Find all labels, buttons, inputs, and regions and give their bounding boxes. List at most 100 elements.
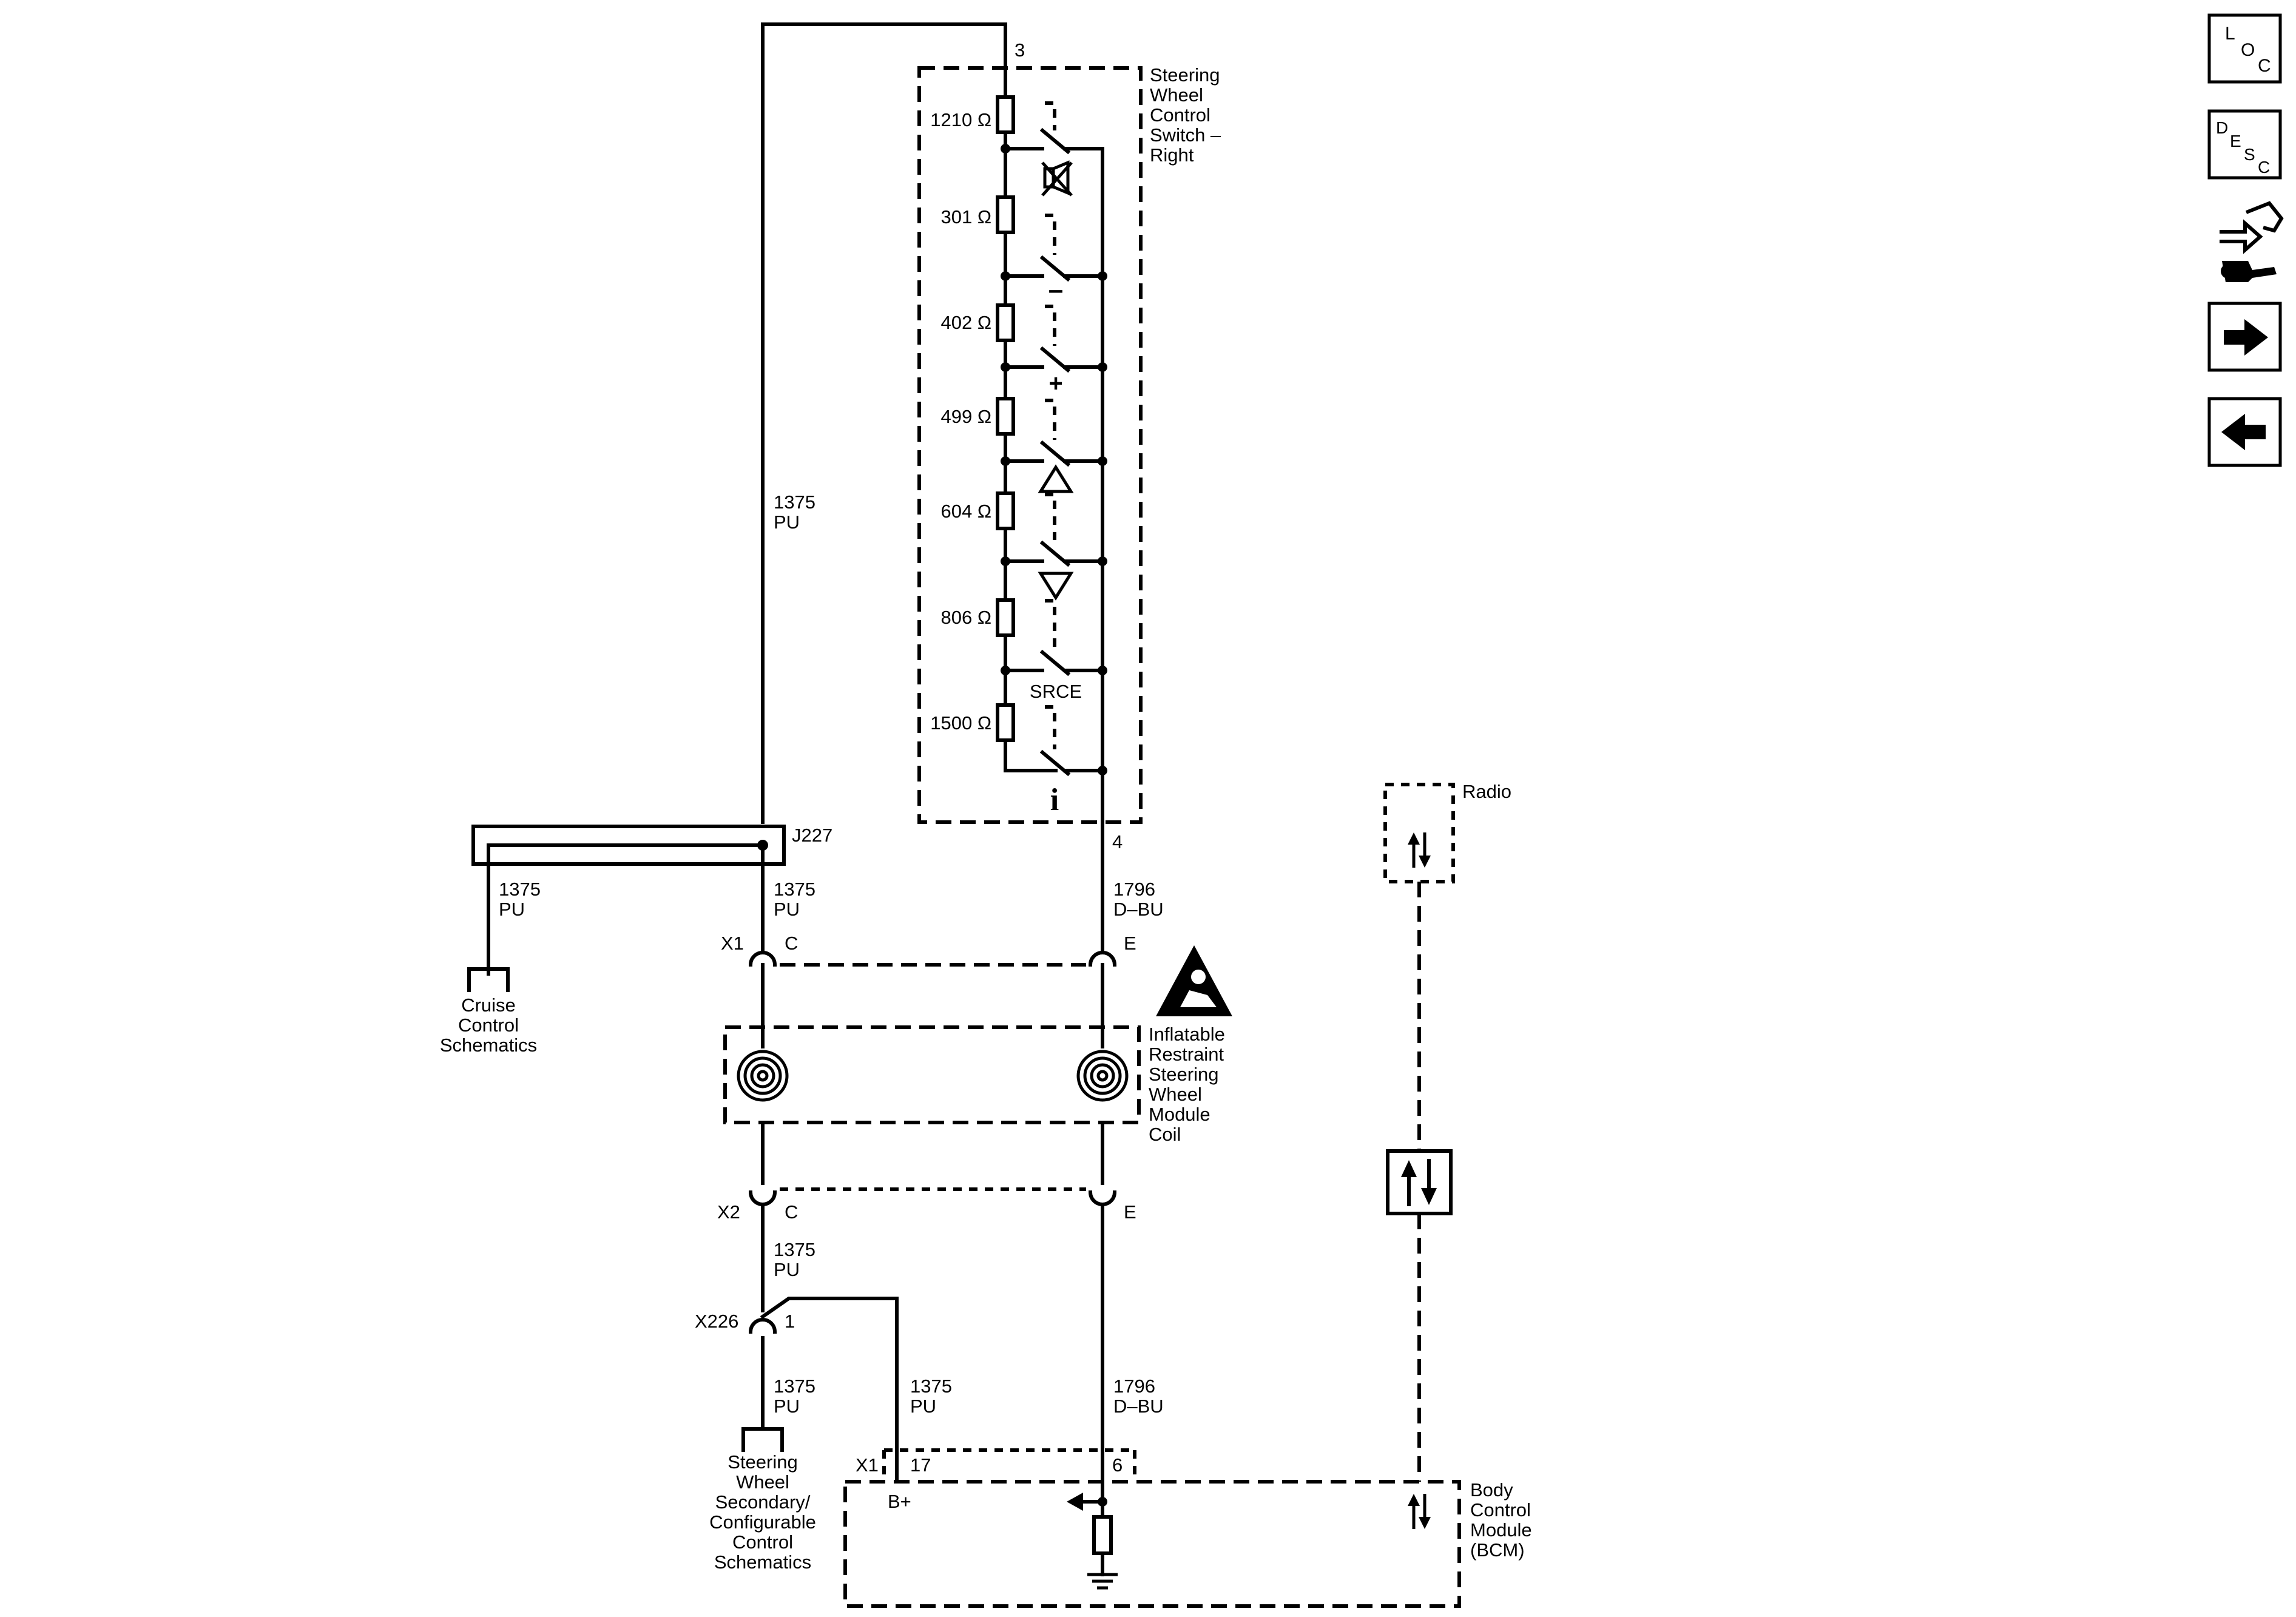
coil-label-4: Wheel	[1149, 1084, 1202, 1105]
wire-label-color: PU	[774, 899, 800, 920]
description-button[interactable]: D E S C	[2207, 109, 2282, 180]
wire-label-circuit: 1375	[774, 879, 815, 900]
desc-letter-d: D	[2216, 118, 2228, 137]
bcm-pin-17: 17	[910, 1454, 931, 1476]
wire-label-circuit: 1375	[774, 491, 815, 513]
desc-letter-s: S	[2244, 145, 2255, 164]
switch-title-2: Wheel	[1150, 84, 1203, 106]
secondary-ref-line-5: Control	[732, 1531, 793, 1553]
next-arrow-icon	[2224, 319, 2268, 356]
locator-button[interactable]: L O C	[2207, 13, 2282, 84]
loc-letter-l: L	[2225, 24, 2235, 44]
resistor-value-4: 499 Ω	[940, 406, 991, 427]
bcm-label-4: (BCM)	[1470, 1539, 1525, 1561]
secondary-ref-line-1: Steering	[728, 1451, 797, 1473]
wire-label-color: D–BU	[1113, 1396, 1164, 1417]
clockspring-coil: Inflatable Restraint Steering Wheel Modu…	[723, 945, 1232, 1145]
next-page-button[interactable]	[2207, 302, 2282, 372]
wire-label-circuit: 1375	[910, 1376, 952, 1397]
connector-x2: X2 C E	[717, 1172, 1136, 1223]
bplus-label: B+	[888, 1491, 911, 1512]
radio-label: Radio	[1462, 781, 1511, 802]
connector-service-button[interactable]	[2220, 201, 2284, 282]
wire-labels: 1375 PU 1375 PU 1375 PU 1375 PU 1375 PU …	[499, 491, 1164, 1417]
wire-label-circuit: 1375	[499, 879, 541, 900]
x1-pin-c: C	[785, 933, 798, 954]
up-triangle-icon	[1038, 464, 1074, 493]
bcm-pin-6: 6	[1112, 1454, 1123, 1476]
bcm-label-3: Module	[1470, 1519, 1532, 1541]
down-triangle-icon	[1038, 572, 1074, 601]
serial-data-icon	[1401, 1159, 1437, 1206]
pin-4: 4	[1112, 831, 1123, 852]
plus-icon: +	[1048, 370, 1062, 397]
resistor-value-6: 806 Ω	[940, 607, 991, 628]
bcm-connector-label: X1	[856, 1454, 879, 1476]
loc-letter-o: O	[2241, 40, 2255, 60]
splice-label: J227	[792, 825, 832, 846]
connector-service-icon	[2220, 201, 2284, 282]
x2-pin-c: C	[785, 1201, 798, 1223]
x1-label: X1	[721, 933, 744, 954]
resistor-value-3: 402 Ω	[940, 312, 991, 333]
secondary-ref-line-6: Schematics	[714, 1551, 811, 1573]
switch-title-3: Control	[1150, 104, 1210, 126]
x226-pin: 1	[785, 1311, 795, 1332]
resistor-ladder	[996, 95, 1015, 742]
ground-icon	[1087, 1573, 1118, 1590]
bcm-data-link-icon	[1408, 1494, 1431, 1529]
pin-3: 3	[1015, 39, 1025, 61]
secondary-control-ref[interactable]: Steering Wheel Secondary/ Configurable C…	[709, 1427, 816, 1573]
coil-left-spiral	[737, 1050, 789, 1102]
wire-label-circuit: 1796	[1113, 1376, 1155, 1397]
x226-label: X226	[695, 1311, 738, 1332]
switch-actuators	[1045, 101, 1056, 749]
cruise-ref-line-3: Schematics	[440, 1035, 537, 1056]
wire-label-color: PU	[774, 511, 800, 533]
x1-pin-e: E	[1124, 933, 1136, 954]
nav-toolbar: L O C D E S C	[2207, 13, 2284, 467]
bcm-label-2: Control	[1470, 1499, 1531, 1521]
desc-letter-e: E	[2230, 132, 2241, 150]
switch-title-5: Right	[1150, 144, 1194, 166]
wire-label-circuit: 1796	[1113, 879, 1155, 900]
steering-wheel-control-switch: 3 4 Steering Wheel Control Switch – Righ…	[917, 39, 1221, 852]
airbag-warning-icon	[1156, 945, 1232, 1016]
connector-x226: X226 1	[695, 1311, 795, 1334]
previous-page-button[interactable]	[2207, 397, 2282, 467]
desc-letter-c: C	[2258, 158, 2270, 177]
cruise-ref-line-2: Control	[458, 1014, 519, 1036]
cruise-control-ref[interactable]: Cruise Control Schematics	[440, 862, 537, 1056]
resistor-value-7: 1500 Ω	[930, 712, 991, 734]
loc-letter-c: C	[2258, 56, 2271, 76]
switch-rungs	[1001, 127, 1107, 777]
wire-label-color: PU	[774, 1259, 800, 1280]
switch-title-1: Steering	[1150, 64, 1220, 86]
wire-label-circuit: 1375	[774, 1239, 815, 1260]
secondary-ref-line-2: Wheel	[736, 1471, 789, 1493]
pu-wire	[760, 22, 1007, 1482]
coil-label-1: Inflatable	[1149, 1024, 1225, 1045]
connector-x1: X1 C E	[721, 933, 1136, 967]
secondary-ref-line-4: Configurable	[709, 1511, 816, 1533]
secondary-ref-line-3: Secondary/	[715, 1491, 811, 1513]
coil-right-spiral	[1076, 1050, 1129, 1102]
bcm-label-1: Body	[1470, 1479, 1513, 1501]
coil-label-5: Module	[1149, 1104, 1210, 1125]
x2-label: X2	[717, 1201, 740, 1223]
minus-icon: –	[1048, 275, 1063, 305]
x2-pin-e: E	[1124, 1201, 1136, 1223]
wire-label-color: PU	[499, 899, 525, 920]
coil-label-6: Coil	[1149, 1124, 1181, 1145]
cruise-ref-line-1: Cruise	[461, 994, 516, 1016]
resistor-value-5: 604 Ω	[940, 501, 991, 522]
switch-title-4: Switch –	[1150, 124, 1221, 146]
coil-label-3: Steering	[1149, 1064, 1218, 1085]
info-icon: i	[1050, 783, 1059, 817]
wire-label-circuit: 1375	[774, 1376, 815, 1397]
resistor-value-1: 1210 Ω	[930, 109, 991, 130]
mute-icon	[1041, 160, 1073, 197]
previous-arrow-icon	[2221, 414, 2266, 450]
wire-label-color: PU	[774, 1396, 800, 1417]
